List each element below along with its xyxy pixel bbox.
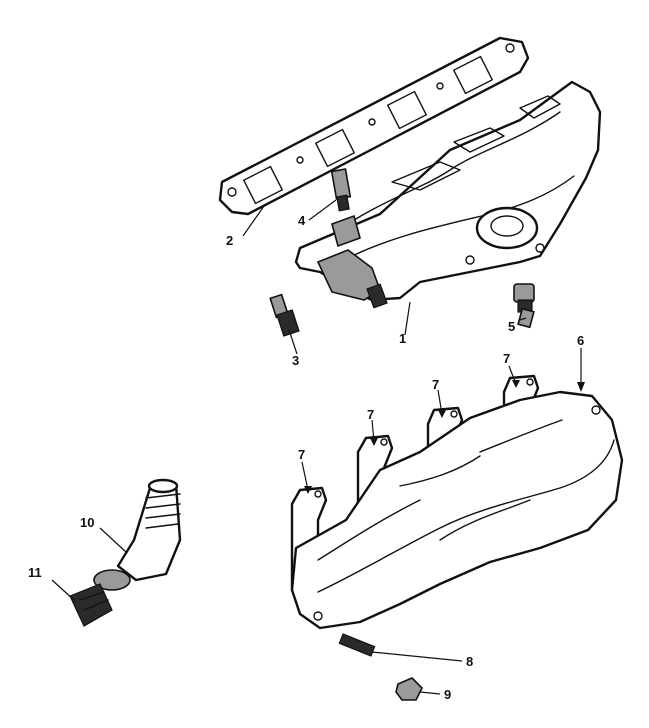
stud-part-8 [338,633,376,657]
intake-gasket [218,36,530,216]
sensor-part-5 [513,283,535,329]
callout-10: 10 [80,515,95,530]
nut-part-9 [395,677,423,701]
callout-7-a: 7 [298,447,306,462]
bolt-part-3 [269,293,300,337]
sensor-part-4 [330,168,352,212]
leader-lines [51,199,585,695]
exhaust-manifold [290,390,624,630]
callout-7-b: 7 [367,407,375,422]
callout-7-c: 7 [432,377,440,392]
callout-8: 8 [466,654,474,669]
callout-7-d: 7 [503,351,511,366]
clamp-part-11 [69,583,113,627]
callout-11: 11 [28,565,42,580]
callout-2: 2 [226,233,234,248]
exhaust-pipe-part-10 [93,478,182,591]
callout-5: 5 [508,319,516,334]
callout-3: 3 [292,353,300,368]
callout-4: 4 [298,213,306,228]
intake-manifold [294,80,602,309]
callout-1: 1 [399,331,407,346]
callout-9: 9 [444,687,452,702]
callout-6: 6 [577,333,585,348]
